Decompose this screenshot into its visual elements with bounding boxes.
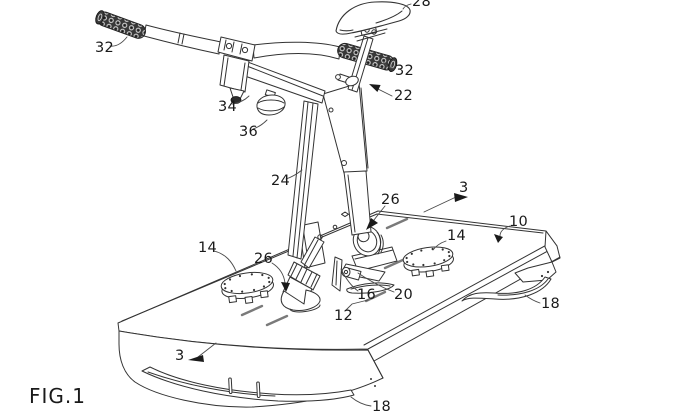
left-grip [95,10,146,39]
seat-assembly [335,1,411,93]
ref-label-10: 10 [509,214,529,230]
reference-leaders [109,3,541,407]
ref-label-18-right: 18 [541,296,561,312]
ref-label-14-left: 14 [198,240,218,256]
ref-label-28: 28 [412,0,432,10]
ref-label-22: 22 [394,88,414,104]
ref-label-36: 36 [239,124,259,140]
ref-label-3-upper: 3 [459,180,469,196]
ref-label-32-left: 32 [95,40,115,56]
steering-mechanism [280,221,398,313]
ref-label-14-right: 14 [447,228,467,244]
ref-label-20: 20 [394,287,414,303]
figure-caption: FIG.1 [29,384,86,408]
ref-label-34: 34 [218,99,238,115]
foot-pad-right [402,246,454,278]
bell [256,89,286,116]
saddle [335,1,411,35]
steering-column [241,60,372,260]
ref-label-26-upper: 26 [381,192,401,208]
ref-label-24: 24 [271,173,291,189]
ref-label-3-lower: 3 [175,348,185,364]
ref-label-16: 16 [357,287,377,303]
foot-pad-left [220,271,274,304]
ref-label-12: 12 [334,308,354,324]
ref-label-32-right: 32 [395,63,415,79]
ref-label-26-lower: 26 [254,251,274,267]
ref-label-18-bottom: 18 [372,399,392,415]
handlebar-assembly [95,10,398,116]
